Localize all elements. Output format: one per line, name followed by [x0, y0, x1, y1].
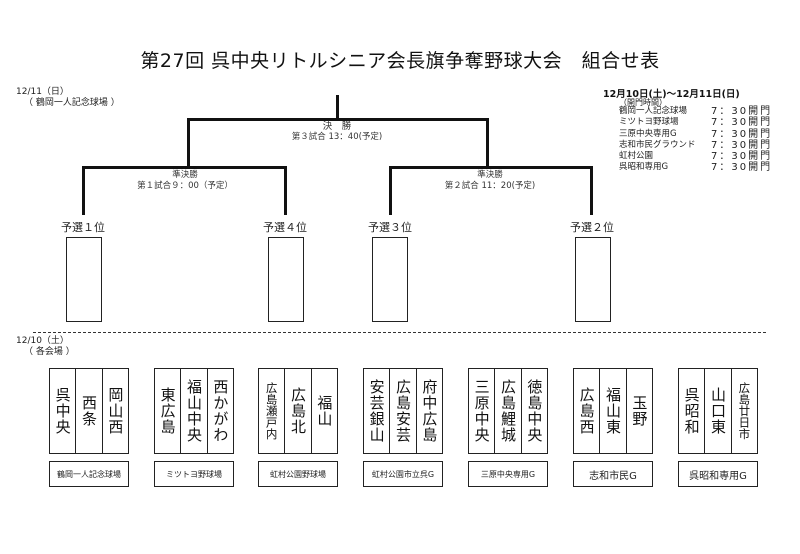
team-name: 東広島	[158, 387, 177, 435]
team-name: 福山	[315, 395, 334, 427]
seed-slot-3	[372, 237, 408, 322]
team-name: 玉野	[630, 395, 649, 427]
semi1-bar-line	[82, 166, 287, 169]
gate-row: ミツトヨ野球場 7：30開門	[619, 117, 772, 128]
semi2-bar-line	[389, 166, 592, 169]
final-detail: 第３試合 13：40(予定)	[291, 132, 383, 142]
seed-label-2: 予選２位	[570, 221, 614, 234]
group-venue-5: 三原中央専用G	[468, 461, 548, 487]
gate-time: 7：30開門	[711, 128, 773, 140]
gate-venue: 鶴岡一人記念球場	[619, 106, 688, 116]
gate-row: 鶴岡一人記念球場 7：30開門	[619, 106, 772, 117]
final-label: 決 勝	[322, 121, 352, 132]
team-name: 三原中央	[472, 379, 491, 443]
group-venue-7: 呉昭和専用G	[678, 461, 758, 487]
semi1-left-drop-line	[82, 166, 85, 215]
prelim-day-venue: （ 各会場 ）	[24, 347, 75, 357]
team-name: 西条	[79, 395, 98, 427]
semi1-label: 準決勝	[172, 170, 198, 180]
team-name: 徳島中央	[525, 379, 544, 443]
group-box-1: 呉中央 西条 岡山西	[49, 368, 129, 454]
group-box-7: 呉昭和 山口東 広島廿日市	[678, 368, 758, 454]
group-box-5: 三原中央 広島鯉城 徳島中央	[468, 368, 548, 454]
semi1-detail: 第１試合９：00（予定）	[137, 181, 233, 191]
group-box-6: 広島西 福山東 玉野	[573, 368, 653, 454]
gate-time: 7：30開門	[711, 117, 773, 129]
group-box-4: 安芸銀山 広島安芸 府中広島	[363, 368, 443, 454]
team-name: 広島北	[288, 387, 307, 435]
final-day-date: 12/11（日）	[16, 87, 69, 97]
semi2-right-drop-line	[590, 166, 593, 215]
final-left-drop-line	[187, 118, 190, 168]
prelim-day-date: 12/10（土）	[16, 336, 69, 346]
group-venue-4: 虹村公園市立呉G	[363, 461, 443, 487]
team-name: 呉中央	[53, 387, 72, 435]
group-box-2: 東広島 福山中央 西かがわ	[154, 368, 234, 454]
gate-row: 虹村公園 7：30開門	[619, 151, 772, 162]
gate-venue: 志和市民グラウンド	[619, 139, 696, 150]
semi1-right-drop-line	[284, 166, 287, 215]
team-name: 福山東	[603, 387, 622, 435]
final-bar-line	[187, 118, 489, 121]
seed-label-1: 予選１位	[61, 221, 105, 234]
semi2-detail: 第２試合 11：20(予定)	[444, 181, 536, 191]
page-title: 第27回 呉中央リトルシニア会長旗争奪野球大会 組合せ表	[140, 50, 660, 72]
team-name: 広島鯉城	[498, 379, 517, 443]
team-name: 安芸銀山	[367, 379, 386, 443]
gate-venue: 三原中央専用G	[619, 128, 677, 139]
tournament-period: 12月10日(土)〜12月11日(日)	[603, 89, 740, 100]
gate-time: 7：30開門	[711, 151, 773, 163]
seed-slot-2	[575, 237, 611, 322]
semi2-left-drop-line	[389, 166, 392, 215]
team-name: 西かがわ	[211, 379, 230, 443]
gate-time: 7：30開門	[711, 106, 773, 117]
seed-label-4: 予選４位	[263, 221, 307, 234]
team-name: 山口東	[708, 387, 727, 435]
team-name: 広島瀬戸内	[264, 382, 279, 440]
group-venue-3: 虹村公園野球場	[258, 461, 338, 487]
gate-heading: （開門時間）	[619, 98, 667, 107]
semi2-label: 準決勝	[477, 170, 503, 180]
team-name: 広島廿日市	[737, 382, 752, 440]
final-stem-line	[336, 95, 339, 119]
final-right-drop-line	[486, 118, 489, 168]
final-day-venue: （ 鶴岡一人記念球場 ）	[24, 98, 120, 108]
gate-time-table: 鶴岡一人記念球場 7：30開門 ミツトヨ野球場 7：30開門 三原中央専用G 7…	[619, 106, 772, 174]
seed-label-3: 予選３位	[368, 221, 412, 234]
day-separator	[33, 332, 766, 333]
team-name: 広島安芸	[393, 379, 412, 443]
gate-venue: 虹村公園	[619, 151, 654, 162]
team-name: 岡山西	[106, 387, 125, 435]
gate-row: 呉昭和専用G 7：30開門	[619, 162, 772, 173]
gate-venue: 呉昭和専用G	[619, 162, 669, 173]
gate-time: 7：30開門	[711, 139, 773, 151]
gate-row: 志和市民グラウンド 7：30開門	[619, 140, 772, 151]
team-name: 府中広島	[420, 379, 439, 443]
gate-venue: ミツトヨ野球場	[619, 117, 679, 128]
team-name: 呉昭和	[682, 387, 701, 435]
gate-row: 三原中央専用G 7：30開門	[619, 129, 772, 140]
group-venue-6: 志和市民G	[573, 461, 653, 487]
seed-slot-4	[268, 237, 304, 322]
group-box-3: 広島瀬戸内 広島北 福山	[258, 368, 338, 454]
seed-slot-1	[66, 237, 102, 322]
group-venue-2: ミツトヨ野球場	[154, 461, 234, 487]
group-venue-1: 鶴岡一人記念球場	[49, 461, 129, 487]
gate-time: 7：30開門	[711, 162, 773, 174]
team-name: 広島西	[577, 387, 596, 435]
team-name: 福山中央	[184, 379, 203, 443]
